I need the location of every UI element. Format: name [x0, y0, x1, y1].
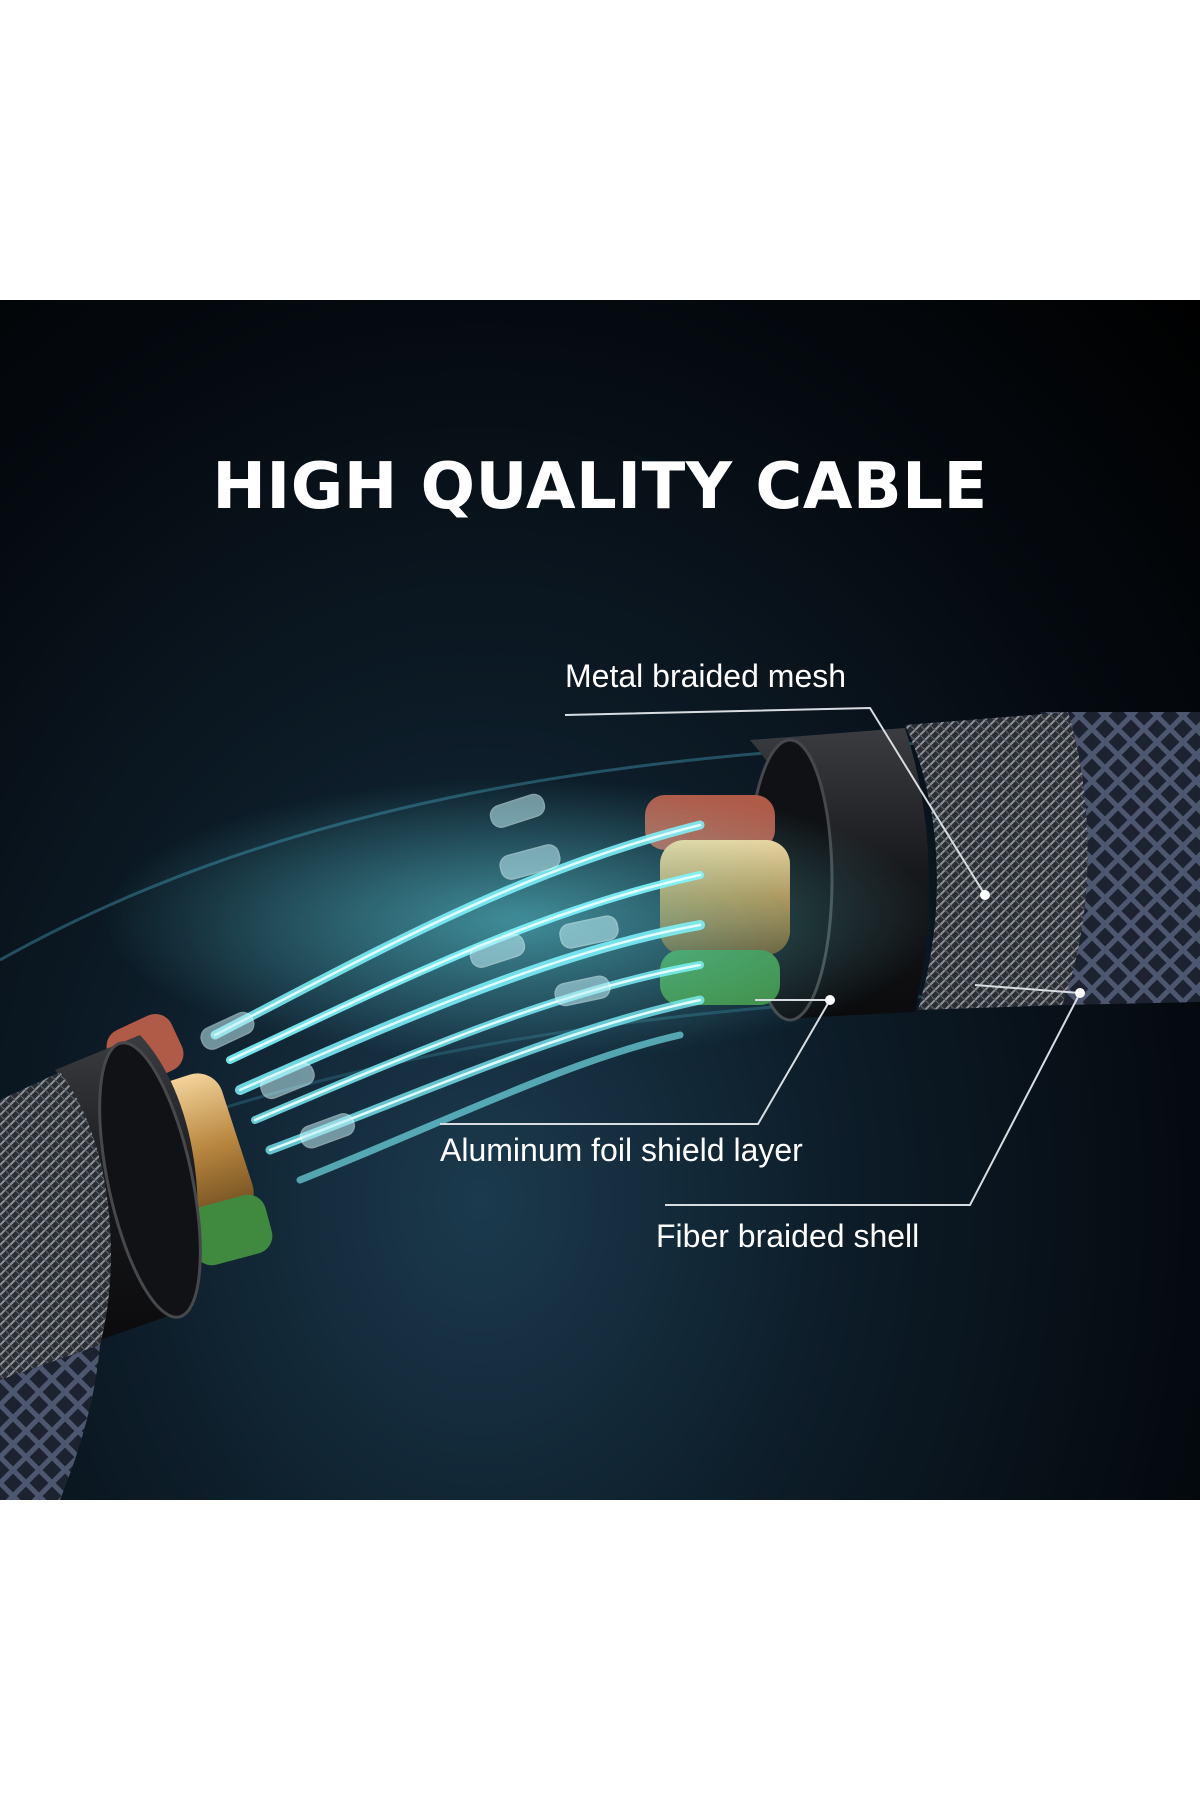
metal-braided-mesh-label: Metal braided mesh — [565, 658, 847, 694]
fiber-braided-shell-label: Fiber braided shell — [656, 1218, 920, 1254]
aluminum-foil-shield-layer-label: Aluminum foil shield layer — [440, 1132, 803, 1168]
page-title: HIGH QUALITY CABLE — [212, 450, 988, 524]
product-image-panel: HIGH QUALITY CABLE Metal braided mesh Al… — [0, 300, 1200, 1500]
cable-cross-section-illustration — [0, 706, 1200, 1500]
